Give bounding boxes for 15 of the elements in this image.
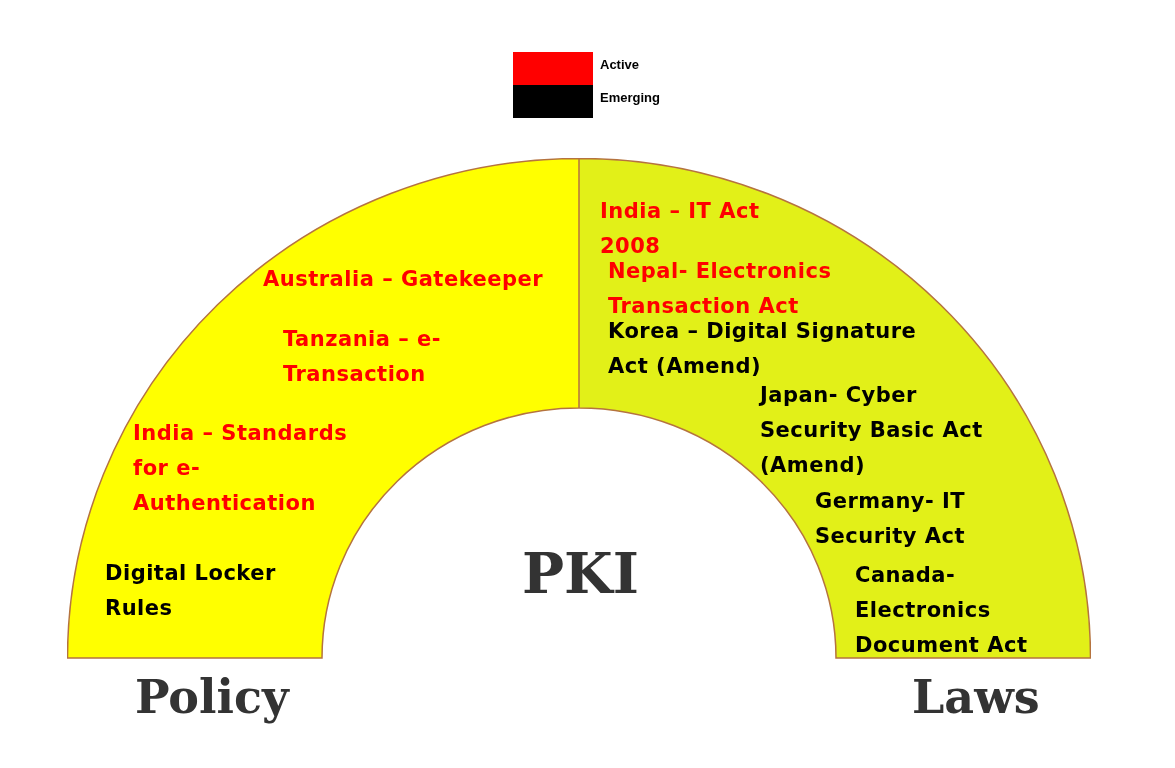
item-text: Tanzania – e-Transaction	[283, 326, 443, 388]
category-heading: Laws	[912, 670, 1040, 724]
item-text: India – IT Act 2008	[600, 198, 761, 260]
item-text: Germany- IT Security Act	[815, 488, 967, 550]
item-text: India – Standards for e-Authentication	[133, 420, 349, 517]
item-text: Australia – Gatekeeper	[263, 266, 545, 293]
legend-text: Emerging	[600, 90, 660, 105]
item-text: Digital Locker Rules	[105, 560, 277, 622]
legend-text: Active	[600, 57, 640, 72]
center-label: PKI	[522, 540, 639, 606]
category-heading: Policy	[135, 670, 289, 724]
item-text: Japan- Cyber Security Basic Act (Amend)	[760, 382, 984, 479]
item-text: Canada- Electronics Document Act	[855, 562, 1029, 659]
item-text: Korea – Digital Signature Act (Amend)	[608, 318, 918, 380]
item-text: Nepal- Electronics Transaction Act	[608, 258, 833, 320]
